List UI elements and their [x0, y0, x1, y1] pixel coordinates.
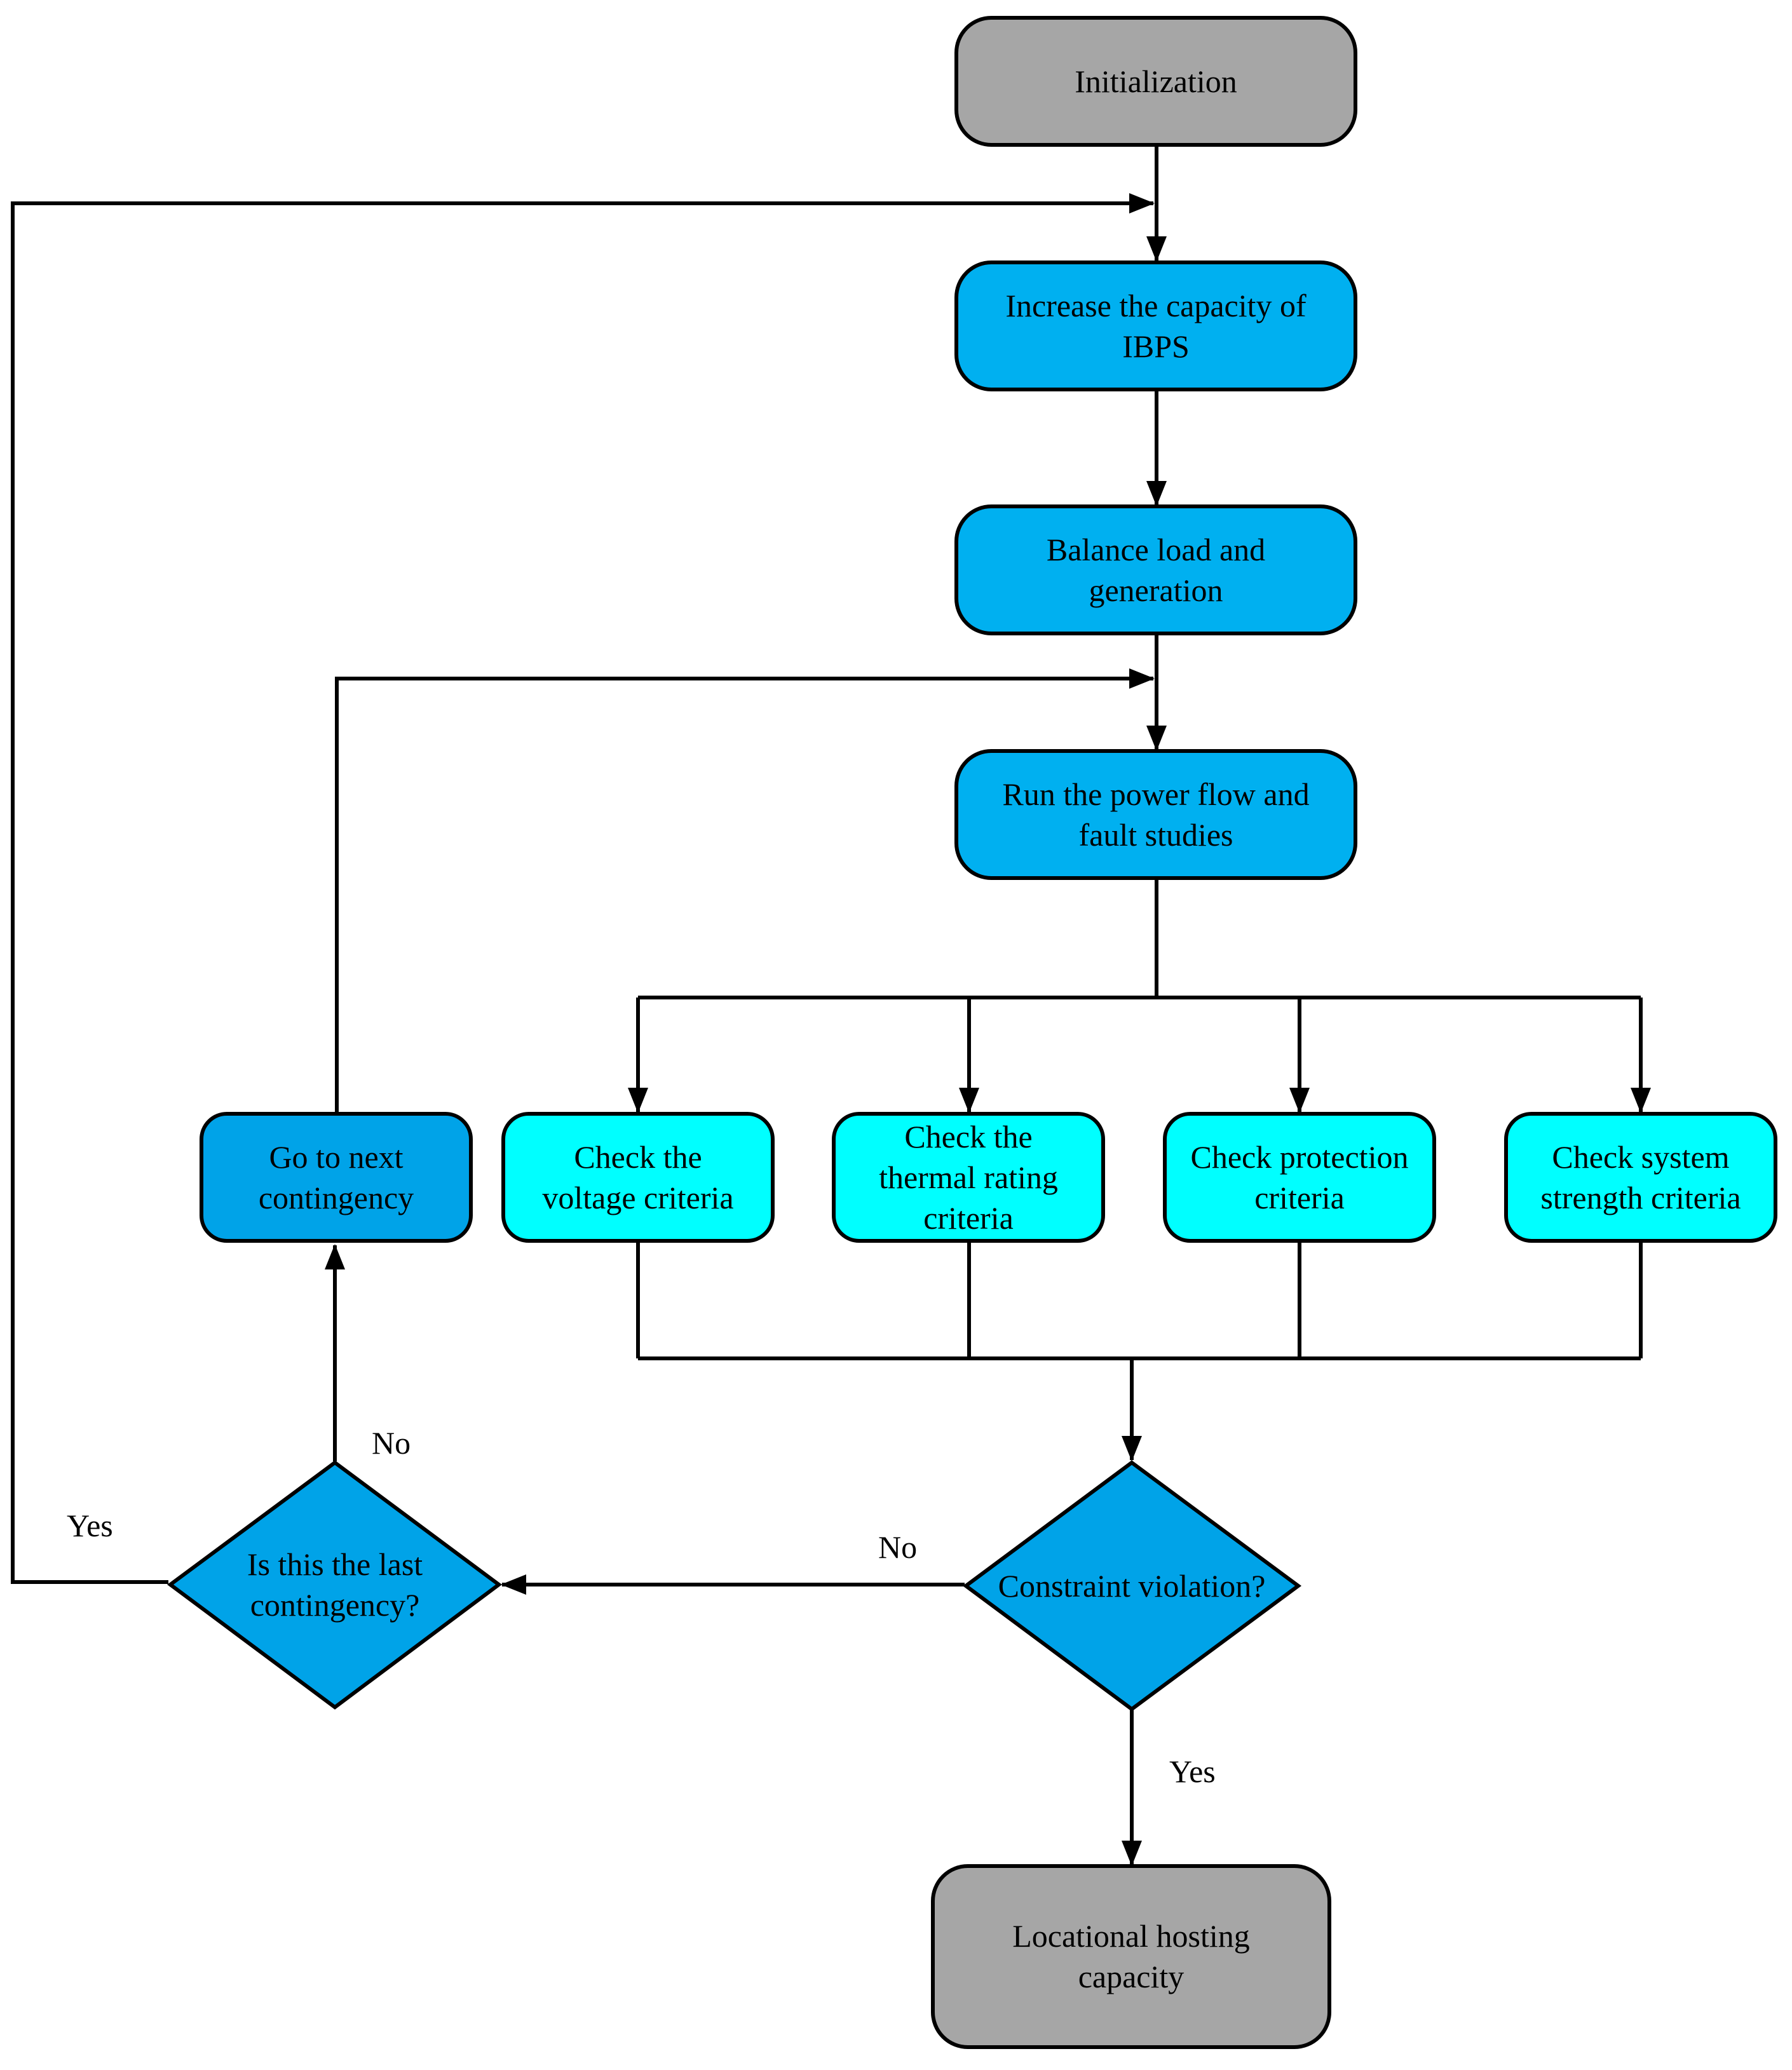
run-label-line-2: fault studies	[1078, 817, 1233, 853]
next-label-line-2: contingency	[259, 1180, 414, 1215]
increase-label-line-1: Increase the capacity of	[1005, 288, 1307, 323]
node-check-voltage: Check the voltage criteria	[501, 1112, 775, 1243]
node-constraint-violation-label: Constraint violation?	[998, 1568, 1266, 1604]
node-initialization: Initialization	[954, 16, 1357, 147]
balance-label-line-1: Balance load and	[1047, 532, 1265, 567]
node-next-contingency-label: Go to next contingency	[259, 1139, 414, 1215]
node-initialization-label: Initialization	[1075, 64, 1237, 99]
label-violation-no: No	[878, 1529, 917, 1565]
node-increase-capacity: Increase the capacity of IBPS	[954, 260, 1357, 391]
label-violation-yes: Yes	[1169, 1754, 1216, 1789]
node-locational-hosting-label: Locational hosting capacity	[1012, 1918, 1250, 1994]
node-check-protection: Check protection criteria	[1163, 1112, 1436, 1243]
edge-next-to-run-loop	[335, 668, 1155, 1112]
thermal-label-line-2: thermal rating	[879, 1160, 1058, 1195]
last-label-line-1: Is this the last	[247, 1546, 423, 1582]
connectors	[11, 146, 1651, 1866]
node-check-strength-label: Check system strength criteria	[1540, 1139, 1741, 1215]
node-last-contingency: Is this the last contingency?	[166, 1460, 503, 1710]
label-last-no: No	[372, 1425, 411, 1461]
voltage-label-line-1: Check the	[574, 1139, 702, 1175]
node-run-studies: Run the power flow and fault studies	[954, 749, 1357, 880]
node-check-thermal: Check the thermal rating criteria	[832, 1112, 1105, 1243]
increase-label-line-2: IBPS	[1122, 328, 1190, 364]
protection-label-line-1: Check protection	[1191, 1139, 1409, 1175]
node-next-contingency: Go to next contingency	[200, 1112, 473, 1243]
hosting-label-line-1: Locational hosting	[1012, 1918, 1250, 1954]
hosting-label-line-2: capacity	[1078, 1959, 1184, 1994]
next-label-line-1: Go to next	[269, 1139, 403, 1175]
node-check-voltage-label: Check the voltage criteria	[542, 1139, 733, 1215]
edge-last-yes-loop	[11, 193, 1155, 1584]
run-label-line-1: Run the power flow and	[1002, 776, 1309, 812]
strength-label-line-2: strength criteria	[1540, 1180, 1741, 1215]
node-increase-capacity-label: Increase the capacity of IBPS	[1005, 288, 1307, 364]
initialization-label-line-1: Initialization	[1075, 64, 1237, 99]
last-label-line-2: contingency?	[250, 1587, 420, 1623]
node-locational-hosting: Locational hosting capacity	[931, 1864, 1331, 2049]
thermal-label-line-3: criteria	[923, 1200, 1014, 1236]
node-balance-load: Balance load and generation	[954, 504, 1357, 635]
node-last-contingency-label: Is this the last contingency?	[247, 1546, 423, 1623]
node-check-thermal-label: Check the thermal rating criteria	[879, 1119, 1058, 1236]
strength-label-line-1: Check system	[1552, 1139, 1729, 1175]
node-run-studies-label: Run the power flow and fault studies	[1002, 776, 1309, 853]
voltage-label-line-2: voltage criteria	[542, 1180, 733, 1215]
node-constraint-violation: Constraint violation?	[962, 1460, 1302, 1712]
node-check-strength: Check system strength criteria	[1504, 1112, 1777, 1243]
thermal-label-line-1: Check the	[904, 1119, 1032, 1154]
balance-label-line-2: generation	[1089, 572, 1223, 608]
node-check-protection-label: Check protection criteria	[1191, 1139, 1409, 1215]
protection-label-line-2: criteria	[1254, 1180, 1345, 1215]
label-last-yes: Yes	[67, 1508, 113, 1543]
node-balance-load-label: Balance load and generation	[1047, 532, 1265, 608]
violation-label-line-1: Constraint violation?	[998, 1568, 1266, 1604]
